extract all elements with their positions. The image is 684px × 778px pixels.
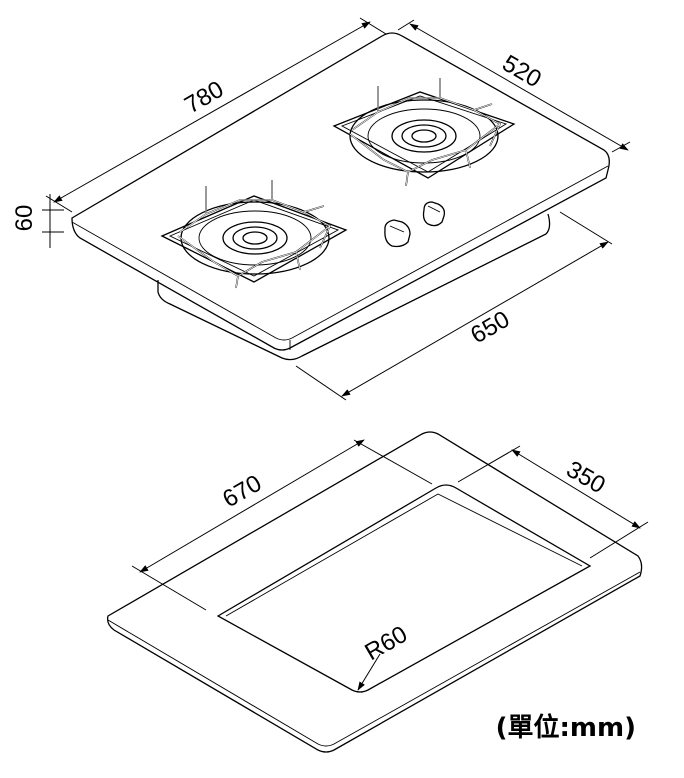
- dimension-350: 350: [457, 445, 649, 559]
- unit-note: (單位:mm): [496, 712, 636, 743]
- dimension-520-label: 520: [498, 50, 546, 93]
- dimension-350-label: 350: [562, 456, 610, 499]
- cooktop-plate-edge: [71, 165, 609, 341]
- dimension-670: 670: [131, 439, 433, 611]
- dimension-60: 60: [11, 194, 64, 248]
- dimension-780: 780: [45, 17, 387, 213]
- right-control-knob: [422, 201, 446, 227]
- dimension-60-label: 60: [11, 205, 38, 232]
- cooktop-body: [157, 213, 551, 361]
- dimension-670-label: 670: [218, 470, 266, 513]
- radius-r60-callout: R60: [357, 621, 412, 691]
- dimension-780-label: 780: [180, 76, 228, 119]
- countertop-edge: [107, 571, 641, 747]
- cutout-drawing: [106, 431, 643, 753]
- left-burner-tray: [160, 195, 348, 283]
- right-burner: [332, 78, 516, 187]
- cutout-hole: [216, 484, 592, 693]
- left-burner: [160, 180, 348, 289]
- dimension-650-label: 650: [466, 306, 514, 349]
- left-control-knob: [384, 219, 411, 248]
- countertop-outline: [106, 431, 643, 753]
- radius-r60-label: R60: [360, 621, 412, 666]
- cooktop-top-plate: [71, 32, 610, 351]
- dimension-650: 650: [295, 211, 613, 401]
